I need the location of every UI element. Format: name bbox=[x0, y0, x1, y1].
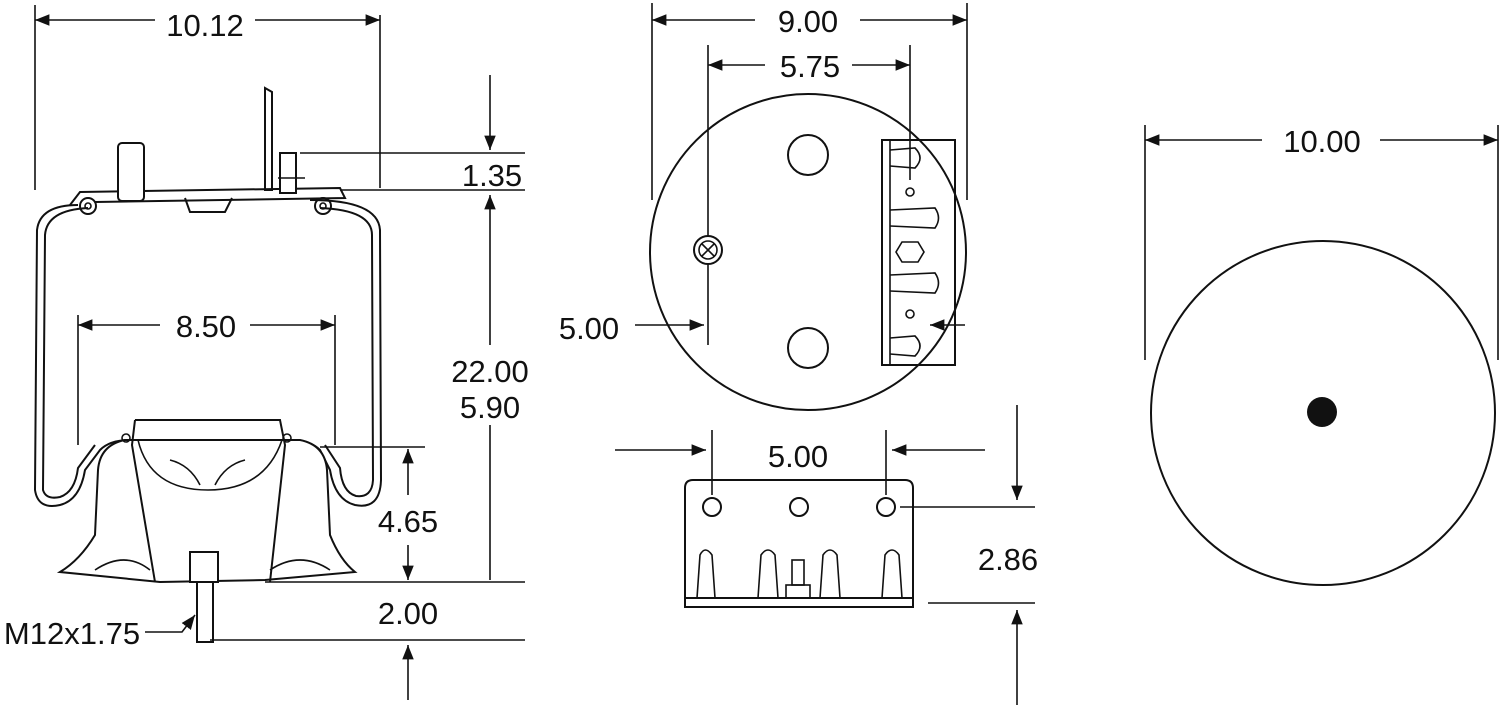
top-plate bbox=[69, 186, 347, 206]
dim-piston-width: 8.50 bbox=[176, 309, 236, 344]
top-view: 9.00 5.75 5.00 bbox=[559, 3, 968, 411]
dim-piston-diameter: 10.00 bbox=[1283, 124, 1361, 159]
dim-hole-height: 2.86 bbox=[978, 542, 1038, 577]
bellows-outline bbox=[33, 204, 131, 507]
dim-piston-height: 4.65 bbox=[378, 504, 438, 539]
stud-thread-label: M12x1.75 bbox=[4, 616, 140, 651]
center-hole bbox=[1307, 397, 1337, 427]
dim-plate-offset: 1.35 bbox=[462, 158, 522, 193]
piston-bottom-circle bbox=[1150, 240, 1496, 586]
bracket-view: 5.00 2.86 bbox=[615, 405, 1038, 705]
top-stud bbox=[279, 152, 297, 194]
dim-max-height: 22.00 bbox=[451, 354, 529, 389]
dim-min-height: 5.90 bbox=[460, 390, 520, 425]
dim-overall-width: 10.12 bbox=[166, 8, 244, 43]
side-view: 10.12 1.35 22.00 5.90 8.50 4.65 2.00 M12… bbox=[4, 5, 529, 700]
bottom-view: 10.00 bbox=[1144, 124, 1499, 586]
bottom-stud-nut bbox=[189, 551, 219, 583]
dim-stud-spacing: 5.75 bbox=[780, 49, 840, 84]
top-plate-circle bbox=[649, 93, 967, 411]
mounting-bracket bbox=[881, 139, 956, 366]
dim-stud-length: 2.00 bbox=[378, 596, 438, 631]
dim-hole-spacing: 5.00 bbox=[768, 439, 828, 474]
dim-plate-diameter: 9.00 bbox=[778, 4, 838, 39]
air-fitting bbox=[117, 142, 145, 202]
bottom-stud bbox=[196, 581, 214, 643]
dim-offset: 5.00 bbox=[559, 311, 619, 346]
